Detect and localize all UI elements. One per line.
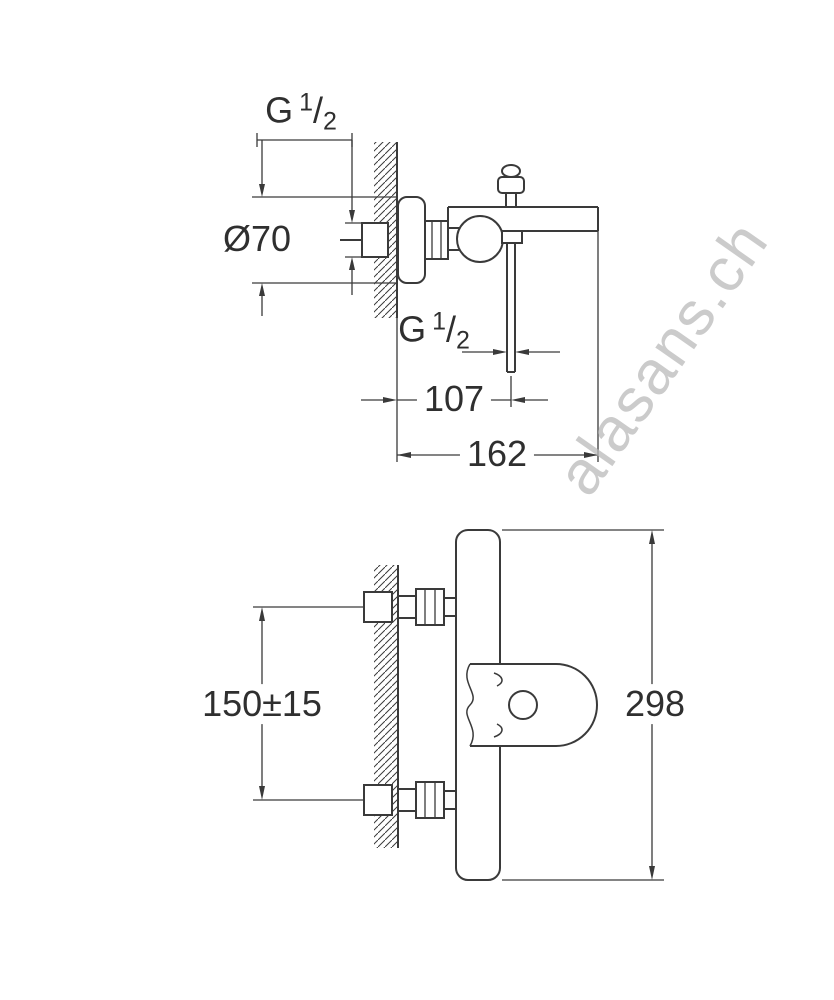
- diverter-knob: [497, 164, 525, 207]
- faucet-body-side: [397, 196, 599, 284]
- supply-connection-side: [340, 222, 389, 258]
- side-view-drawing: [252, 133, 599, 462]
- thread-denominator: 2: [323, 107, 337, 136]
- dim-107-label: 107: [416, 379, 492, 419]
- dim-162: [397, 231, 599, 462]
- thread-slash: /: [313, 89, 324, 131]
- thread-numerator: 1: [432, 307, 446, 336]
- flange-diameter-label: Ø70: [215, 219, 299, 259]
- thread-base: G: [265, 89, 294, 131]
- faucet-body-front: [455, 529, 598, 881]
- dim-flange-diameter: [252, 140, 398, 316]
- dim-150-label: 150±15: [195, 684, 329, 724]
- shower-outlet-side: [501, 230, 523, 373]
- thread-base: G: [398, 308, 427, 350]
- dim-outlet-thread: [462, 349, 560, 355]
- lower-union: [363, 781, 458, 819]
- thread-slash: /: [446, 308, 457, 350]
- dim-162-label: 162: [459, 434, 535, 474]
- front-view-drawing: [253, 529, 664, 881]
- upper-union: [363, 588, 458, 626]
- dim-298-label: 298: [617, 684, 693, 724]
- dim-inlet-thread: [256, 133, 355, 295]
- thread-numerator: 1: [299, 88, 313, 117]
- thread-denominator: 2: [456, 326, 470, 355]
- wall-hatch-top: [374, 142, 398, 462]
